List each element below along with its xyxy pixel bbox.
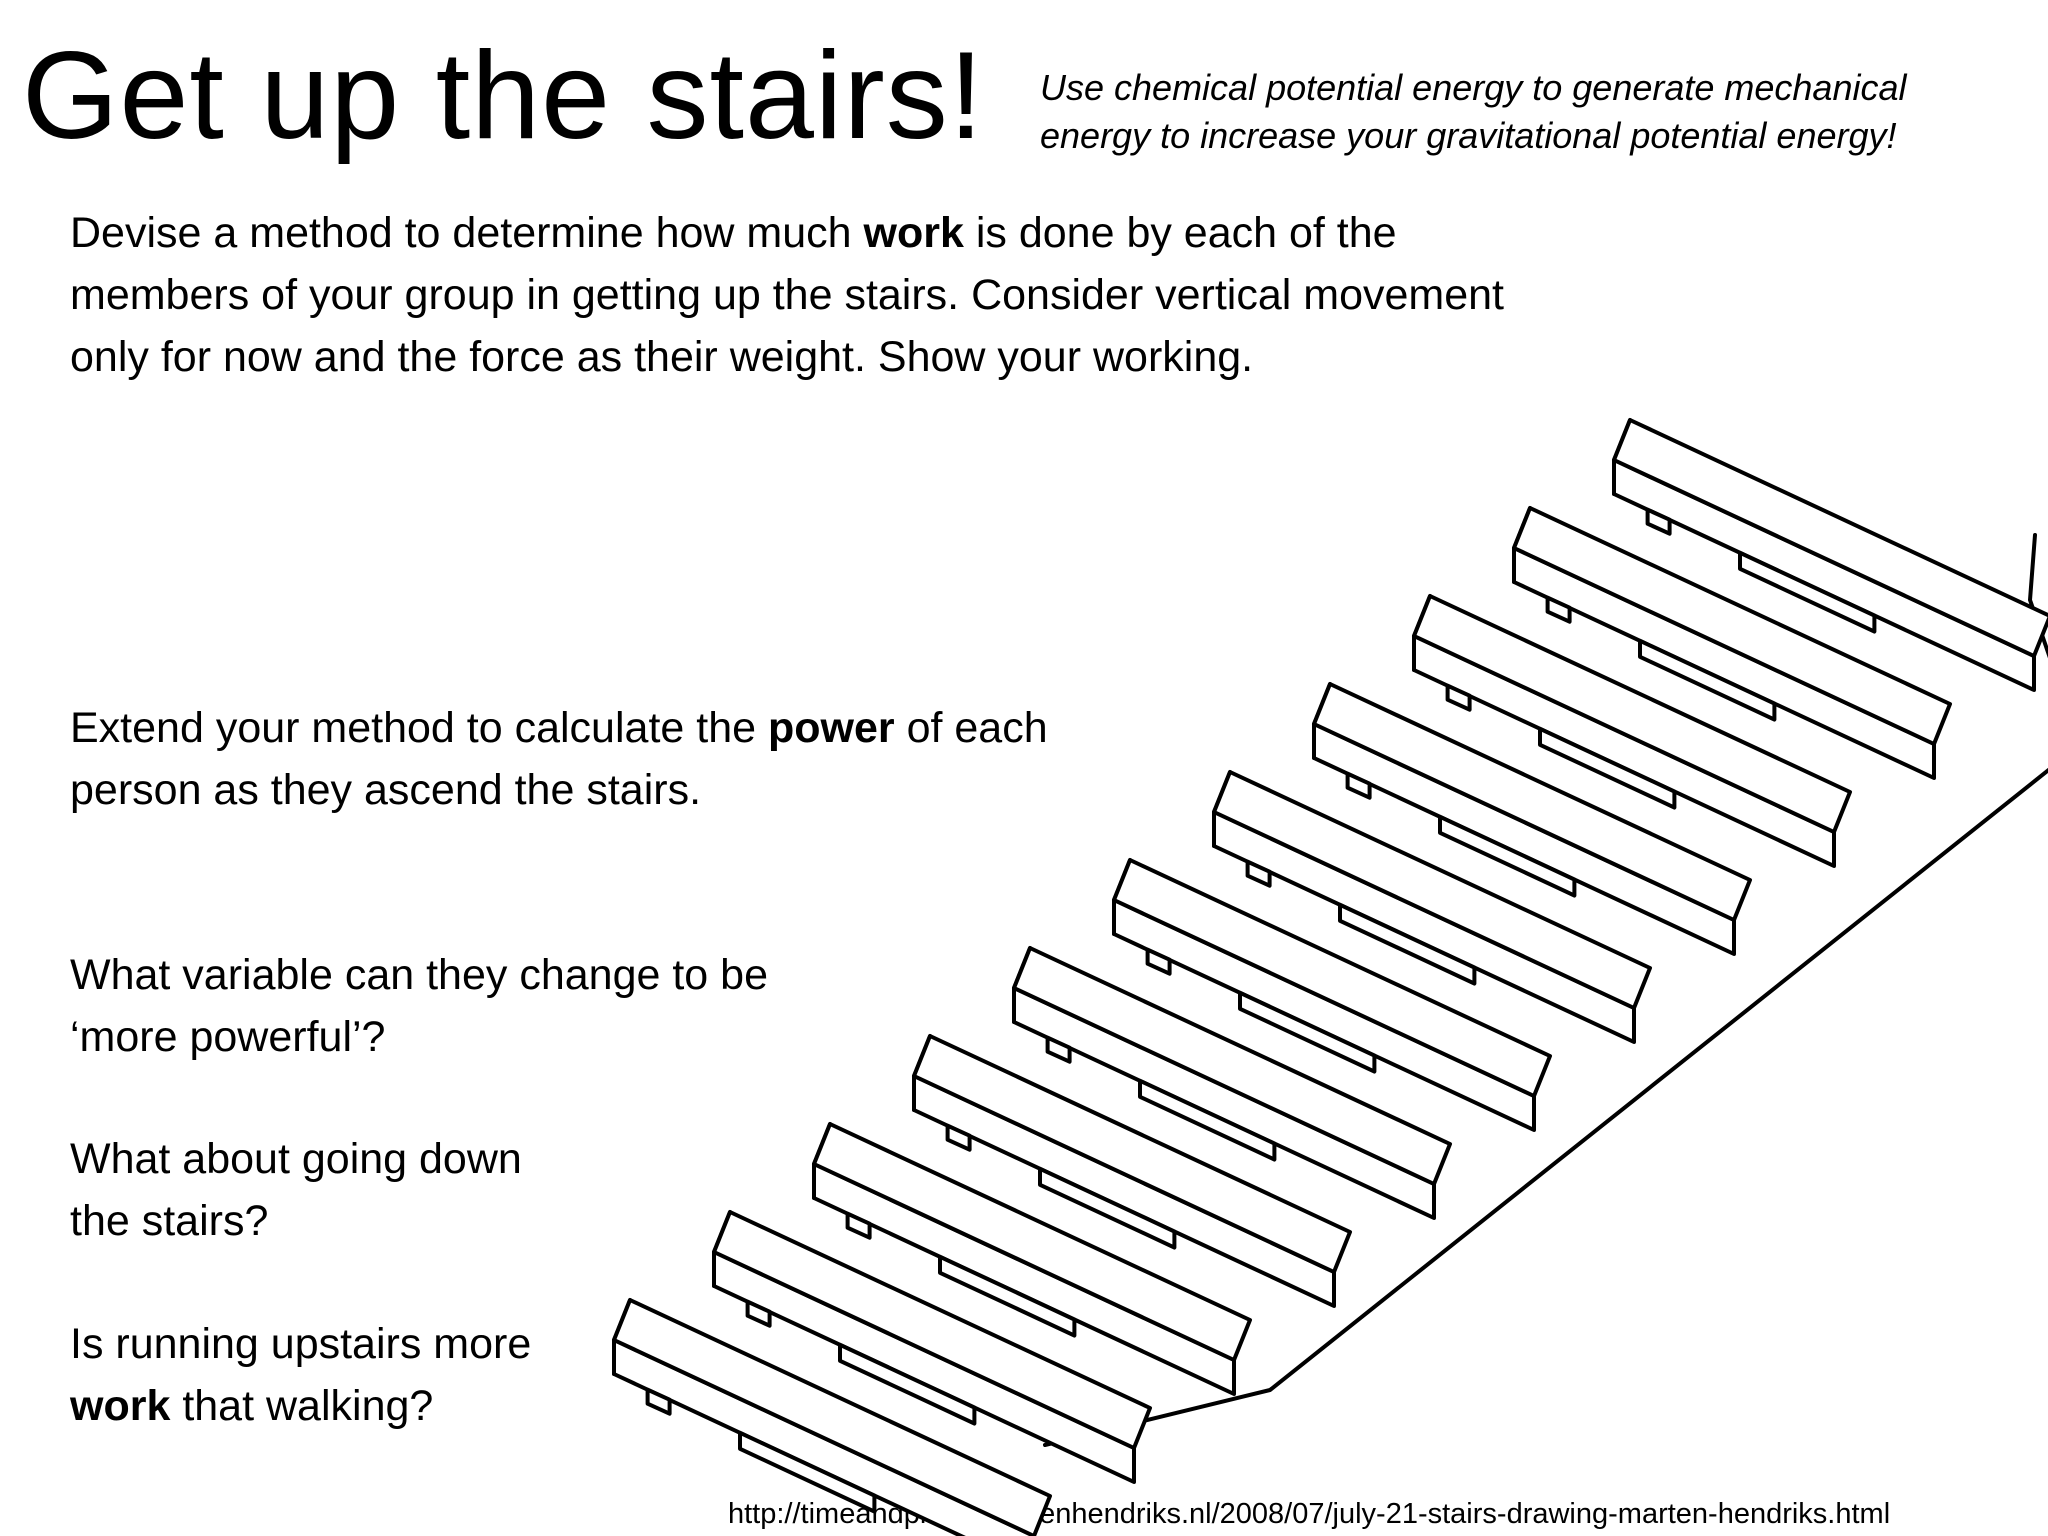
intro-line-2: members of your group in getting up the …	[70, 271, 1504, 319]
step-notch	[745, 1299, 772, 1328]
intro-paragraph: Devise a method to determine how much wo…	[70, 202, 1504, 388]
power-paragraph: Extend your method to calculate the powe…	[70, 697, 1048, 821]
step-front-face	[1012, 986, 1436, 1220]
running-text-after: that walking?	[170, 1382, 434, 1430]
step-front-face	[1212, 810, 1636, 1044]
stair-step	[1412, 594, 1852, 868]
step-front-face	[1612, 458, 2036, 692]
variable-line-2: ‘more powerful’?	[70, 1013, 386, 1061]
step-front-face	[712, 1250, 1136, 1484]
stair-step	[1212, 770, 1652, 1044]
step-bracket	[1038, 1166, 1177, 1250]
subtitle-line-2: energy to increase your gravitational po…	[1040, 115, 1897, 156]
subtitle: Use chemical potential energy to generat…	[1040, 64, 2000, 160]
step-top-face	[1612, 418, 2048, 658]
stringer-outline	[1043, 533, 2048, 1447]
intro-work-emphasis: work	[863, 209, 964, 257]
running-work-emphasis: work	[70, 1382, 171, 1430]
step-bracket	[938, 1254, 1077, 1338]
running-line-1: Is running upstairs more	[70, 1320, 532, 1368]
power-line-2: person as they ascend the stairs.	[70, 766, 702, 814]
step-top-face	[1012, 946, 1452, 1186]
stair-step	[1012, 946, 1452, 1220]
step-notch	[845, 1211, 872, 1240]
step-bracket	[1738, 550, 1877, 634]
step-notch	[1645, 507, 1672, 536]
stair-step	[912, 1034, 1352, 1308]
step-top-face	[712, 1210, 1152, 1450]
step-front-face	[1312, 722, 1736, 956]
power-text: Extend your method to calculate the	[70, 704, 768, 752]
step-end-face	[1112, 858, 1132, 936]
step-end-face	[712, 1210, 732, 1288]
step-end-face	[812, 1122, 832, 1200]
step-bracket	[1438, 814, 1577, 898]
step-end-face	[1012, 946, 1032, 1024]
step-notch	[1245, 859, 1272, 888]
step-bracket	[1338, 902, 1477, 986]
step-front-face	[812, 1162, 1236, 1396]
step-top-face	[1112, 858, 1552, 1098]
step-top-face	[1512, 506, 1952, 746]
step-top-face	[1312, 682, 1752, 922]
step-end-face	[1512, 506, 1532, 584]
step-bracket	[838, 1342, 977, 1426]
step-top-face	[912, 1034, 1352, 1274]
step-top-face	[1412, 594, 1852, 834]
intro-line-3: only for now and the force as their weig…	[70, 333, 1254, 381]
stair-step	[1312, 682, 1752, 956]
step-end-face	[1412, 594, 1432, 672]
stair-step	[812, 1122, 1252, 1396]
stair-steps	[612, 418, 2048, 1536]
step-notch	[1545, 595, 1572, 624]
power-emphasis: power	[767, 704, 895, 752]
step-front-face	[1412, 634, 1836, 868]
step-bracket	[1138, 1078, 1277, 1162]
step-notch	[1145, 947, 1172, 976]
step-front-face	[912, 1074, 1336, 1308]
stair-step	[712, 1210, 1152, 1484]
step-notch	[1445, 683, 1472, 712]
step-bracket	[1538, 726, 1677, 810]
stair-step	[1112, 858, 1552, 1132]
running-line-2: work that walking?	[70, 1375, 531, 1437]
step-top-face	[1212, 770, 1652, 1010]
variable-line-1: What variable can they change to be	[70, 951, 768, 999]
step-end-face	[1612, 418, 1632, 496]
step-notch	[945, 1123, 972, 1152]
step-front-face	[1112, 898, 1536, 1132]
power-text-after: of each	[894, 704, 1048, 752]
step-top-face	[812, 1122, 1252, 1362]
down-line-1: What about going down	[70, 1135, 522, 1183]
step-notch	[645, 1387, 672, 1416]
step-end-face	[1312, 682, 1332, 760]
running-question: Is running upstairs more work that walki…	[70, 1313, 531, 1437]
step-notch	[1345, 771, 1372, 800]
stair-stringer	[1043, 533, 2048, 1447]
source-url: http://timeandplace.martenhendriks.nl/20…	[728, 1498, 1891, 1530]
going-down-question: What about going down the stairs?	[70, 1128, 522, 1252]
variable-question: What variable can they change to be ‘mor…	[70, 944, 768, 1068]
page-title: Get up the stairs!	[22, 27, 985, 165]
step-bracket	[1238, 990, 1377, 1074]
intro-text: Devise a method to determine how much	[70, 209, 864, 257]
down-line-2: the stairs?	[70, 1197, 269, 1245]
intro-text-after: is done by each of the	[963, 209, 1397, 257]
step-end-face	[612, 1298, 632, 1376]
power-line-1: Extend your method to calculate the powe…	[70, 697, 1048, 759]
step-bracket	[1638, 638, 1777, 722]
intro-line-1: Devise a method to determine how much wo…	[70, 202, 1504, 264]
subtitle-line-1: Use chemical potential energy to generat…	[1040, 67, 1907, 108]
step-end-face	[1212, 770, 1232, 848]
step-front-face	[1512, 546, 1936, 780]
stair-step	[1612, 418, 2048, 692]
step-end-face	[912, 1034, 932, 1112]
step-notch	[1045, 1035, 1072, 1064]
stair-step	[1512, 506, 1952, 780]
